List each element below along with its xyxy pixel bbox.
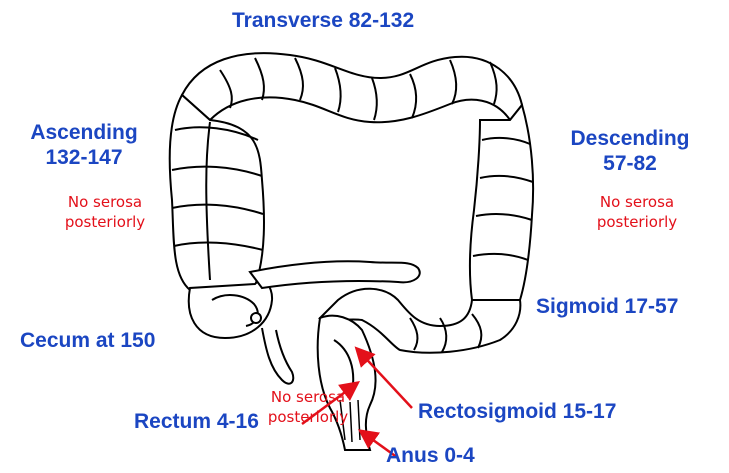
label-anus: Anus 0-4 bbox=[386, 443, 475, 468]
ascending-colon bbox=[170, 95, 264, 290]
ascending-range: 132-147 bbox=[4, 145, 164, 170]
note-descending-serosa: No serosa posteriorly bbox=[572, 192, 702, 232]
label-cecum: Cecum at 150 bbox=[20, 328, 155, 353]
note-ascending-line2: posteriorly bbox=[40, 212, 170, 232]
note-descending-line1: No serosa bbox=[572, 192, 702, 212]
note-ascending-line1: No serosa bbox=[40, 192, 170, 212]
label-rectosigmoid: Rectosigmoid 15-17 bbox=[418, 399, 616, 424]
transverse-colon bbox=[182, 53, 522, 122]
appendix bbox=[262, 328, 293, 384]
label-transverse: Transverse 82-132 bbox=[232, 8, 414, 33]
descending-range: 57-82 bbox=[550, 151, 710, 176]
label-sigmoid: Sigmoid 17-57 bbox=[536, 294, 678, 319]
label-rectum: Rectum 4-16 bbox=[134, 409, 259, 434]
note-rectum-line2: posteriorly bbox=[248, 407, 368, 427]
descending-name: Descending bbox=[550, 126, 710, 151]
descending-colon bbox=[470, 105, 533, 300]
cecum bbox=[189, 281, 294, 384]
ileum-stub bbox=[250, 261, 420, 288]
note-rectum-serosa: No serosa posteriorly bbox=[248, 387, 368, 427]
note-ascending-serosa: No serosa posteriorly bbox=[40, 192, 170, 232]
note-descending-line2: posteriorly bbox=[572, 212, 702, 232]
label-descending: Descending 57-82 bbox=[550, 126, 710, 176]
ascending-name: Ascending bbox=[4, 120, 164, 145]
label-ascending: Ascending 132-147 bbox=[4, 120, 164, 170]
rectum bbox=[318, 316, 376, 450]
note-rectum-line1: No serosa bbox=[248, 387, 368, 407]
